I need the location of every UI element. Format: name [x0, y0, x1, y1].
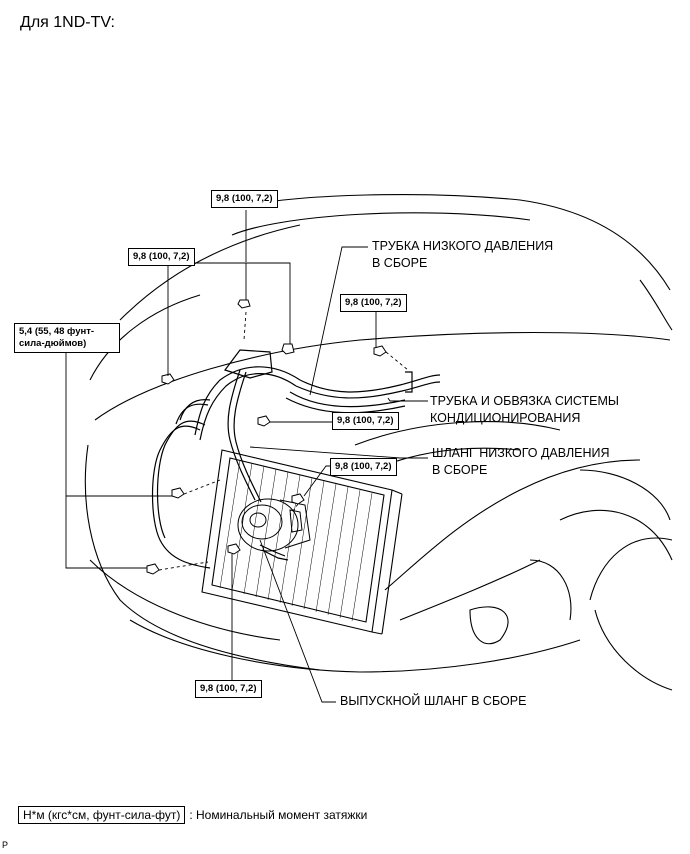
footer-mark: P	[2, 840, 9, 850]
compressor	[237, 498, 311, 552]
torque-spec-middle: 9,8 (100, 7,2)	[332, 412, 399, 430]
callout-low-pressure-tube: ТРУБКА НИЗКОГО ДАВЛЕНИЯ В СБОРЕ	[372, 238, 553, 272]
callout-low-pressure-tube-line1: ТРУБКА НИЗКОГО ДАВЛЕНИЯ	[372, 239, 554, 253]
torque-spec-upper-left: 9,8 (100, 7,2)	[128, 248, 195, 266]
pipes	[151, 349, 441, 569]
callout-low-pressure-hose: ШЛАНГ НИЗКОГО ДАВЛЕНИЯ В СБОРЕ	[432, 445, 610, 479]
callout-ac-tube-line1: ТРУБКА И ОБВЯЗКА СИСТЕМЫ	[430, 394, 619, 408]
page-heading: Для 1ND-TV:	[20, 14, 115, 31]
callout-low-pressure-tube-line2: В СБОРЕ	[372, 256, 428, 270]
condenser	[201, 449, 403, 635]
torque-legend-text: : Номинальный момент затяжки	[189, 808, 368, 822]
torque-legend-unit: Н*м (кгс*см, фунт-сила-фут)	[18, 806, 186, 824]
torque-spec-top: 9,8 (100, 7,2)	[211, 190, 278, 208]
part-leaders	[249, 246, 428, 703]
bolts	[146, 299, 387, 575]
torque-leaders	[65, 210, 409, 680]
callout-ac-tube-line2: КОНДИЦИОНИРОВАНИЯ	[430, 411, 581, 425]
torque-spec-bottom: 9,8 (100, 7,2)	[195, 680, 262, 698]
car-body-outline	[84, 194, 673, 691]
callout-low-pressure-hose-line2: В СБОРЕ	[432, 463, 488, 477]
torque-legend: Н*м (кгс*см, фунт-сила-фут) : Номинальны…	[18, 806, 367, 824]
torque-spec-compressor: 9,8 (100, 7,2)	[330, 458, 397, 476]
torque-spec-upper-right: 9,8 (100, 7,2)	[340, 294, 407, 312]
callout-low-pressure-hose-line1: ШЛАНГ НИЗКОГО ДАВЛЕНИЯ	[432, 446, 610, 460]
callout-discharge-hose: ВЫПУСКНОЙ ШЛАНГ В СБОРЕ	[340, 694, 527, 708]
torque-spec-left-clamp: 5,4 (55, 48 фунт-сила-дюймов)	[14, 323, 120, 353]
callout-ac-tube: ТРУБКА И ОБВЯЗКА СИСТЕМЫ КОНДИЦИОНИРОВАН…	[430, 393, 619, 427]
